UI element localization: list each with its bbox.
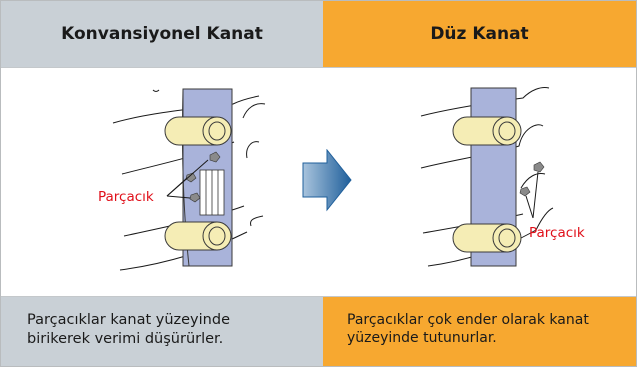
airflow-curve xyxy=(420,87,550,117)
particles xyxy=(519,161,545,197)
particle-label: Parçacık xyxy=(98,189,154,205)
tube-upper xyxy=(164,116,232,146)
header-flat-fin: Düz Kanat xyxy=(323,1,636,67)
caption-conventional-fin: Parçacıklar kanat yüzeyinde birikerek ve… xyxy=(1,297,323,366)
particles xyxy=(185,151,221,203)
airflow-curve xyxy=(427,207,554,267)
caption-line: yüzeyinde tutunurlar. xyxy=(347,330,497,346)
caption-flat-fin: Parçacıklar çok ender olarak kanat yüzey… xyxy=(323,297,636,366)
right-arrow-icon xyxy=(302,149,352,212)
particle-deposit xyxy=(199,169,225,216)
particle-label: Parçacık xyxy=(529,225,585,241)
caption-line: Parçacıklar kanat yüzeyinde xyxy=(27,312,230,328)
caption-line: Parçacıklar çok ender olarak kanat xyxy=(347,312,589,328)
caption-line: birikerek verimi düşürürler. xyxy=(27,331,224,347)
flat-fin-illustration: Parçacık xyxy=(420,87,585,267)
footer-divider xyxy=(1,296,636,297)
header-divider xyxy=(1,67,636,68)
conventional-fin-illustration: Parçacık xyxy=(98,88,266,271)
tube-lower xyxy=(452,223,522,253)
header-conventional-fin: Konvansiyonel Kanat xyxy=(1,1,323,67)
tube-upper xyxy=(452,116,522,146)
tube-lower xyxy=(164,221,232,251)
